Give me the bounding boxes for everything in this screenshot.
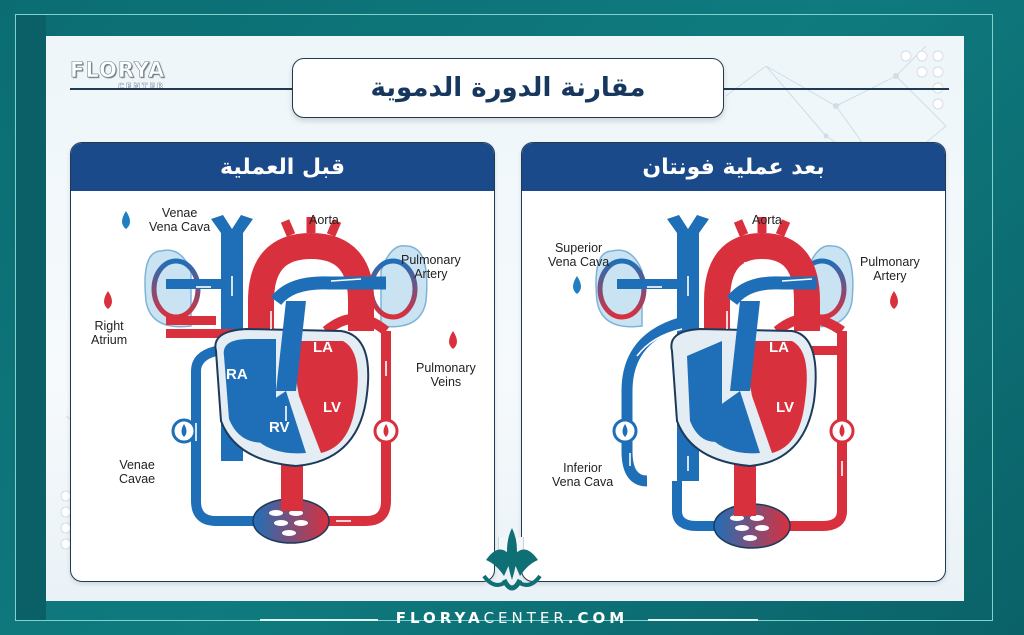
normal-circulation-diagram bbox=[104, 211, 457, 544]
url-part-com: .COM bbox=[567, 609, 629, 627]
page-title: مقارنة الدورة الدموية bbox=[370, 73, 646, 103]
florya-logo: FLORYA CENTER bbox=[70, 58, 166, 92]
frame-shadow-band bbox=[16, 15, 46, 620]
url-part-florya: FLORYA bbox=[395, 609, 484, 627]
fontan-conduit bbox=[621, 313, 699, 487]
website-url: FLORYACENTER.COM bbox=[0, 609, 1024, 627]
panel-title: بعد عملية فونتان bbox=[642, 154, 825, 180]
panel-title: قبل العملية bbox=[220, 154, 345, 180]
lotus-emblem-icon bbox=[482, 528, 542, 591]
label-pulmonary-artery: Pulmonary Artery bbox=[860, 255, 920, 283]
label-vena-cava: Venae Vena Cava bbox=[149, 206, 211, 234]
url-part-center: CENTER bbox=[483, 609, 568, 627]
left-atrium-ventricle bbox=[295, 341, 358, 453]
label-aorta: Aorta bbox=[309, 213, 339, 227]
left-atrium-ventricle bbox=[748, 341, 807, 453]
label-inferior-vena-cava: Inferior Vena Cava bbox=[552, 461, 614, 489]
panel-before-surgery: قبل العملية bbox=[70, 142, 495, 582]
title-rule-left bbox=[70, 88, 292, 90]
label-superior-vena-cava: Superior Vena Cava bbox=[548, 241, 610, 269]
footer-rule-left bbox=[260, 619, 378, 621]
page-title-box: مقارنة الدورة الدموية bbox=[292, 58, 724, 118]
logo-sub-text: CENTER bbox=[118, 82, 166, 91]
panel-header: بعد عملية فونتان bbox=[522, 143, 945, 191]
label-right-atrium: Right Atrium bbox=[91, 319, 128, 347]
panel-after-fontan: بعد عملية فونتان bbox=[521, 142, 946, 582]
label-lv: LV bbox=[776, 399, 795, 416]
label-ra: RA bbox=[226, 366, 248, 383]
label-lv: LV bbox=[323, 399, 342, 416]
panel-header: قبل العملية bbox=[71, 143, 494, 191]
drop-icons bbox=[573, 276, 898, 444]
fontan-circulation-diagram bbox=[573, 215, 898, 549]
drop-icons bbox=[104, 211, 457, 444]
right-lung bbox=[380, 244, 428, 328]
label-la: LA bbox=[313, 339, 333, 356]
footer-rule-right bbox=[648, 619, 758, 621]
label-venae-cavae: Venae Cavae bbox=[119, 458, 156, 486]
label-aorta: Aorta bbox=[752, 213, 782, 227]
label-pulmonary-veins: Pulmonary Veins bbox=[416, 361, 476, 389]
label-pulmonary-artery: Pulmonary Artery bbox=[401, 253, 461, 281]
frame-border-line bbox=[15, 14, 993, 621]
logo-main-text: FLORYA bbox=[70, 58, 166, 83]
title-rule-right bbox=[724, 88, 949, 90]
label-la: LA bbox=[769, 339, 789, 356]
label-rv: RV bbox=[269, 419, 290, 436]
